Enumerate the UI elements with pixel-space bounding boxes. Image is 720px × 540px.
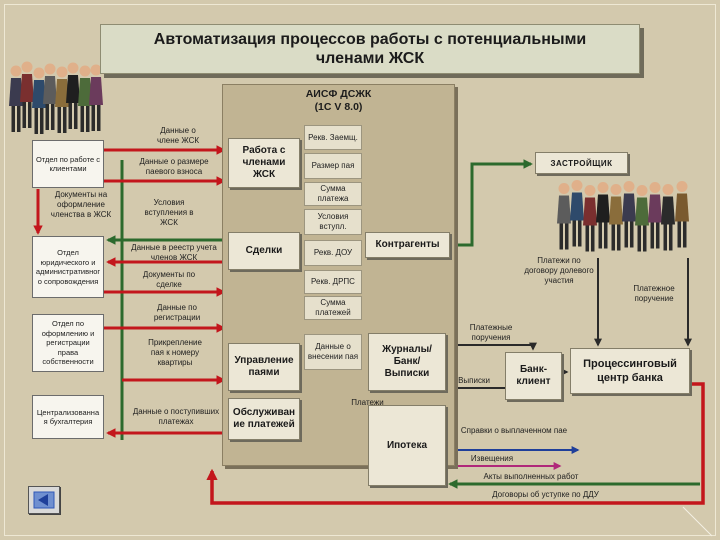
field-dou-details: Рекв. ДОУ — [304, 240, 362, 266]
dept-clients: Отдел по работе с клиентами — [32, 140, 104, 188]
flow-membership-docs-label: Документы на оформление членства в ЖСК — [50, 190, 112, 219]
person-figure — [570, 180, 584, 247]
flow-received-payments-label: Данные о поступивших платежах — [132, 407, 220, 426]
field-payments-total: Сумма платежей — [304, 296, 362, 320]
flow-ddu-payments-label: Платежи по договору долевого участия — [524, 256, 594, 285]
module-deals: Сделки — [228, 232, 300, 270]
module-journals: Журналы/ Банк/ Выписки — [368, 333, 446, 391]
person-figure — [43, 63, 57, 130]
flow-assignments-line — [206, 382, 705, 505]
flow-acts-label: Акты выполненных работ — [483, 472, 579, 481]
person-figure — [66, 62, 80, 129]
module-mortgage: Ипотека — [368, 405, 446, 486]
flow-registration-data-label: Данные по регистрации — [153, 303, 201, 322]
flow-payment-order-label: Платежное поручение — [633, 284, 675, 303]
people-group-image — [9, 61, 103, 134]
person-figure — [557, 183, 571, 250]
person-figure — [20, 61, 34, 128]
flow-payment-orders-line — [446, 342, 537, 351]
slide-frame — [4, 4, 716, 536]
person-figure — [89, 64, 103, 131]
flow-entry-terms-label: Условия вступления в ЖСК — [144, 198, 194, 227]
person-figure — [609, 184, 623, 251]
flow-share-size-label: Данные о размере паевого взноса — [139, 157, 209, 176]
dept-legal: Отдел юридического и административного с… — [32, 236, 104, 298]
module-counterparties: Контрагенты — [365, 232, 450, 258]
person-figure — [675, 181, 689, 248]
flow-registry-data-label: Данные в реестр учета членов ЖСК — [131, 243, 217, 262]
person-figure — [661, 184, 675, 251]
system-name: АИСФ ДСЖК — [305, 88, 372, 100]
field-share-deposit-data: Данные о внесении пая — [304, 334, 362, 370]
module-members: Работа с членами ЖСК — [228, 138, 300, 188]
person-figure — [622, 181, 636, 248]
module-payments: Обслуживание платежей — [228, 398, 300, 440]
field-entry-terms: Условия вступл. — [304, 209, 362, 235]
bank-client-box: Банк-клиент — [505, 352, 562, 400]
back-nav-button[interactable] — [28, 486, 60, 514]
dept-accounting: Централизованная бухгалтерия — [32, 395, 104, 439]
flow-statements-label: Выписки — [458, 376, 490, 385]
person-figure — [596, 182, 610, 249]
person-figure — [583, 185, 597, 252]
flow-share-binding-label: Прикрепление пая к номеру квартиры — [148, 338, 202, 367]
module-shares: Управление паями — [228, 343, 300, 391]
field-drps-details: Рекв. ДРПС — [304, 270, 362, 294]
arrow-left-icon — [33, 491, 55, 509]
person-figure — [648, 182, 662, 249]
flow-payment-orders-label: Платежные поручения — [469, 323, 513, 342]
people-group-image — [557, 180, 689, 252]
developer-box: ЗАСТРОЙЩИК — [535, 152, 628, 174]
system-platform: (1С V 8.0) — [314, 101, 363, 113]
flow-certificates-label: Справки о выплаченном пае — [460, 426, 568, 435]
processing-center-box: Процессинговый центр банка — [570, 348, 690, 394]
system-title: АИСФ ДСЖК (1С V 8.0) — [222, 88, 455, 114]
flow-member-data-label: Данные о члене ЖСК — [156, 126, 200, 145]
field-payment-amount: Сумма платежа — [304, 182, 362, 206]
flow-notices-label: Извещения — [470, 454, 514, 463]
flow-assignments-label: Договоры об уступке по ДДУ — [492, 490, 599, 499]
flow-deal-docs-label: Документы по сделке — [142, 270, 196, 289]
person-figure — [635, 185, 649, 252]
flow-payments-label: Платежи — [351, 398, 384, 407]
slide-title: Автоматизация процессов работы с потенци… — [100, 24, 640, 74]
corner-decoration — [682, 506, 713, 537]
field-borrower-details: Рекв. Заемщ. — [304, 125, 362, 150]
dept-registration: Отдел по оформлению и регистрации права … — [32, 314, 104, 372]
flow-contractors-developer-line — [451, 159, 533, 247]
field-share-size: Размер пая — [304, 153, 362, 179]
